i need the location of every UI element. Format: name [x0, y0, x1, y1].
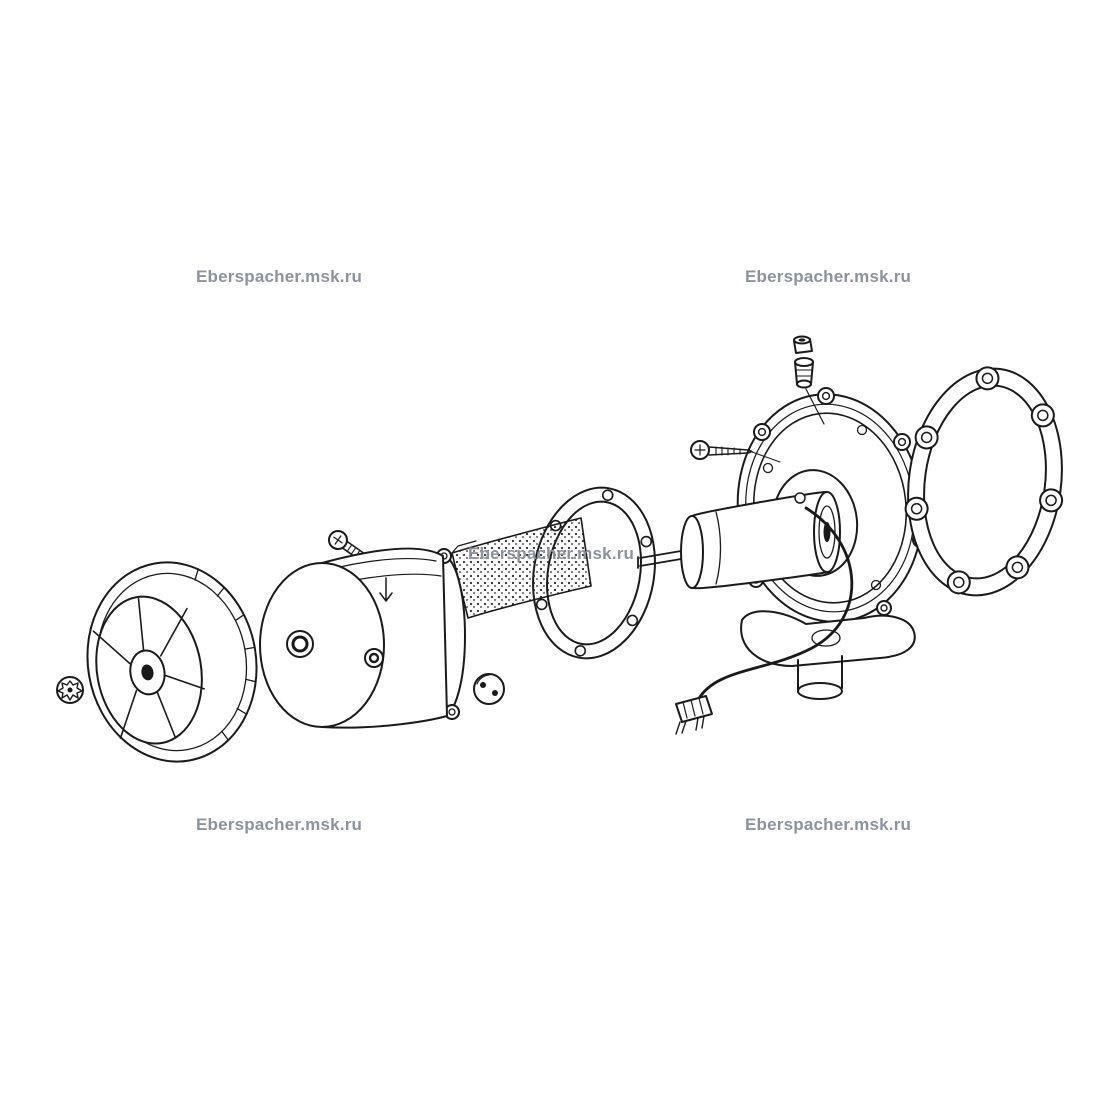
watermark-center: Eberspacher.msk.ru — [468, 544, 635, 563]
watermark-bottom-right: Eberspacher.msk.ru — [745, 815, 912, 834]
insulation-pad — [451, 517, 592, 619]
fuel-fitting-parts — [793, 335, 825, 425]
wire-connector — [675, 695, 713, 735]
cap-part — [793, 335, 813, 354]
housing-screw — [690, 440, 781, 463]
watermark-top-left: Eberspacher.msk.ru — [196, 267, 363, 286]
grommet-plug — [473, 673, 505, 705]
watermark-bottom-left: Eberspacher.msk.ru — [196, 815, 363, 834]
motor-wire — [696, 506, 854, 702]
lock-washer — [56, 676, 84, 704]
watermark-top-right: Eberspacher.msk.ru — [745, 267, 912, 286]
fan-impeller — [86, 561, 258, 763]
valve-part — [794, 357, 814, 389]
outer-gasket — [904, 366, 1064, 597]
motor-end-cover — [259, 547, 466, 729]
electric-motor — [637, 491, 854, 735]
